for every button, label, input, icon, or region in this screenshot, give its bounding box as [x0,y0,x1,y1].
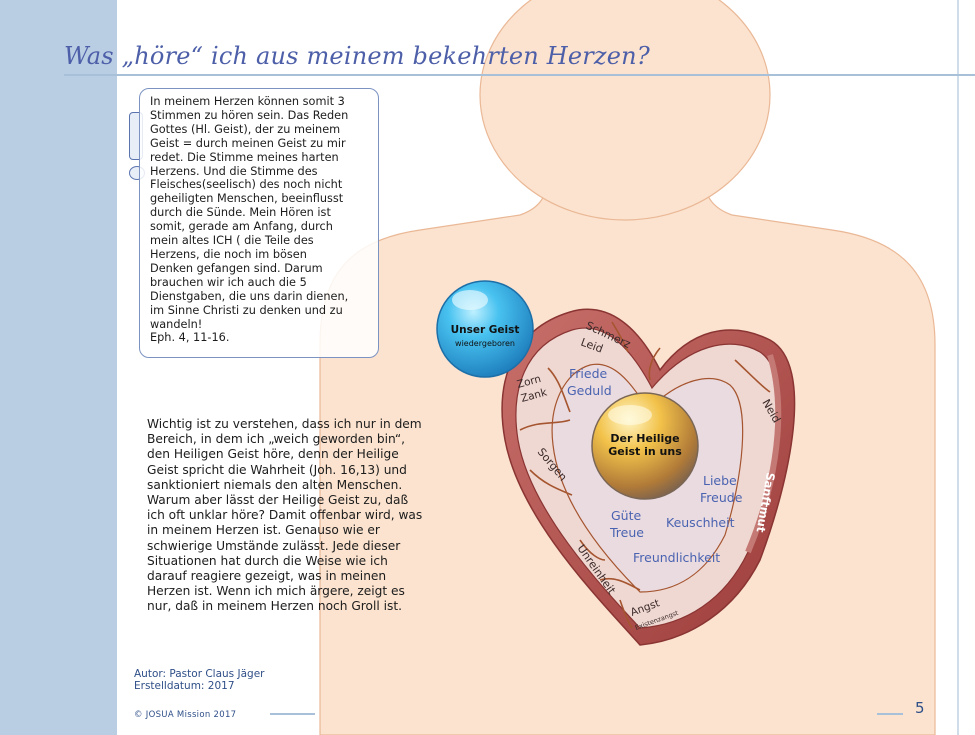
label-freude: Freude [700,490,743,505]
body-line: ich oft unklar höre? Damit offenbar wird… [147,508,467,523]
heiliger-geist-label-2: Geist in uns [608,445,682,458]
label-keuschheit: Keuschheit [666,515,735,530]
body-line: Bereich, in dem ich „weich geworden bin“… [147,432,467,447]
body-line: den Heiligen Geist höre, denn der Heilig… [147,447,467,462]
callout-line: geheiligten Menschen, beeinflusst [150,192,368,206]
author-block: Autor: Pastor Claus Jäger Erstelldatum: … [134,668,264,692]
callout-line: Gottes (Hl. Geist), der zu meinem [150,123,368,137]
callout-line: mein altes ICH ( die Teile des [150,234,368,248]
body-line: sanktioniert niemals den alten Menschen. [147,478,467,493]
body-line: nur, daß in meinem Herzen noch Groll ist… [147,599,467,614]
callout-line: redet. Die Stimme meines harten [150,151,368,165]
callout-line: somit, gerade am Anfang, durch [150,220,368,234]
label-friede: Friede [569,366,608,381]
copyright-text: © JOSUA Mission 2017 [134,710,236,720]
callout-line: In meinem Herzen können somit 3 [150,95,368,109]
slide-title: Was „höre“ ich aus meinem bekehrten Herz… [64,42,650,70]
title-underline [64,74,975,76]
body-line: Warum aber lässt der Heilige Geist zu, d… [147,493,467,508]
callout-line: brauchen wir ich auch die 5 [150,276,368,290]
callout-line: Geist = durch meinen Geist zu mir [150,137,368,151]
unser-geist-label: Unser Geist [451,324,520,336]
label-treue: Treue [609,525,644,540]
body-line: Situationen hat durch die Weise wie ich [147,554,467,569]
callout-reference: Eph. 4, 11-16. [150,331,368,345]
body-line: Geist spricht die Wahrheit (Joh. 16,13) … [147,463,467,478]
person-head [480,0,770,220]
body-line: Wichtig ist zu verstehen, dass ich nur i… [147,417,467,432]
callout-line: Denken gefangen sind. Darum [150,262,368,276]
callout-line: im Sinne Christi zu denken und zu [150,304,368,318]
body-line: Herzen ist. Wenn ich mich ärgere, zeigt … [147,584,467,599]
footer-line-right [877,713,903,715]
body-line: schwierige Umstände zulässt. Jede dieser [147,539,467,554]
callout-line: Dienstgaben, die uns darin dienen, [150,290,368,304]
page-number: 5 [915,699,925,717]
callout-line: wandeln! [150,318,368,332]
label-freundlichkeit: Freundlichkeit [633,550,720,565]
heiliger-geist-label-1: Der Heilige [610,432,679,445]
label-geduld: Geduld [567,383,612,398]
callout-line: durch die Sünde. Mein Hören ist [150,206,368,220]
callout-line: Herzens. Und die Stimme des [150,165,368,179]
label-liebe: Liebe [703,473,737,488]
callout-line: Stimmen zu hören sein. Das Reden [150,109,368,123]
body-line: darauf reagiere gezeigt, was in meinen [147,569,467,584]
wiedergeboren-label: wiedergeboren [455,339,515,348]
label-guete: Güte [611,508,642,523]
author-line: Autor: Pastor Claus Jäger [134,668,264,680]
body-paragraph: Wichtig ist zu verstehen, dass ich nur i… [147,417,467,615]
callout-line: Herzens, die noch im bösen [150,248,368,262]
callout-line: Fleisches(seelisch) des noch nicht [150,178,368,192]
created-date-line: Erstelldatum: 2017 [134,680,264,692]
body-line: in meinem Herzen ist. Genauso wie er [147,523,467,538]
footer-line-left [270,713,315,715]
